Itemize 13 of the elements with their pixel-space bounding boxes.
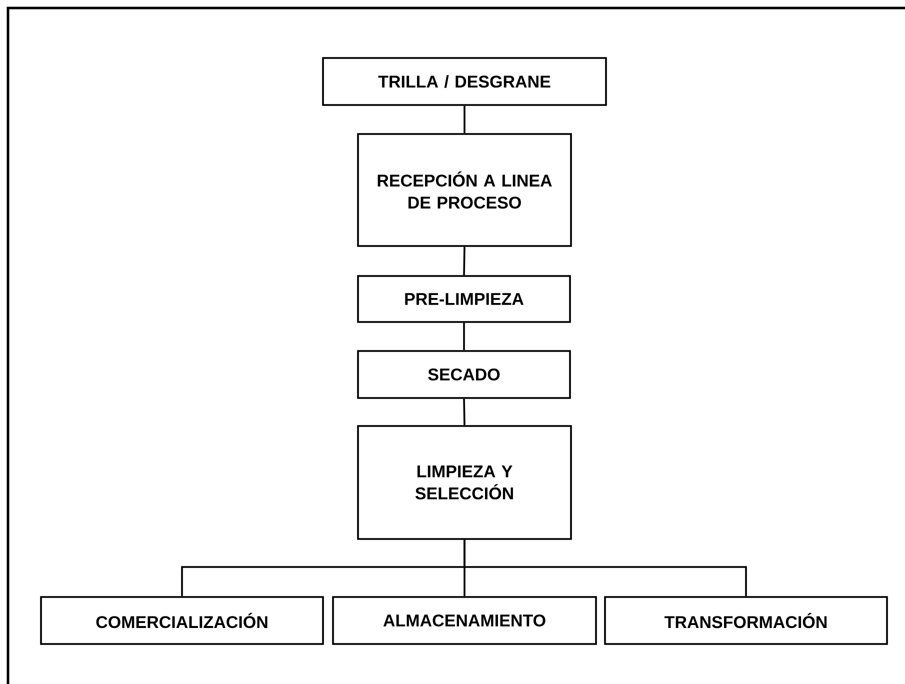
connector-line — [464, 106, 466, 134]
process-box: PRE-LIMPIEZA — [357, 275, 571, 323]
process-box: ALMACENAMIENTO — [332, 596, 597, 645]
process-box: COMERCIALIZACIÓN — [40, 596, 324, 645]
process-box: LIMPIEZA Y SELECCIÓN — [357, 425, 572, 540]
connector-line — [463, 398, 466, 426]
process-box: TRILLA / DESGRANE — [322, 57, 607, 106]
connector-line — [463, 322, 465, 350]
process-box: TRANSFORMACIÓN — [604, 596, 888, 645]
process-box: RECEPCIÓN A LINEA DE PROCESO — [357, 133, 572, 247]
connector-line — [463, 246, 466, 276]
connector-line — [464, 540, 747, 596]
process-box: SECADO — [357, 350, 571, 399]
